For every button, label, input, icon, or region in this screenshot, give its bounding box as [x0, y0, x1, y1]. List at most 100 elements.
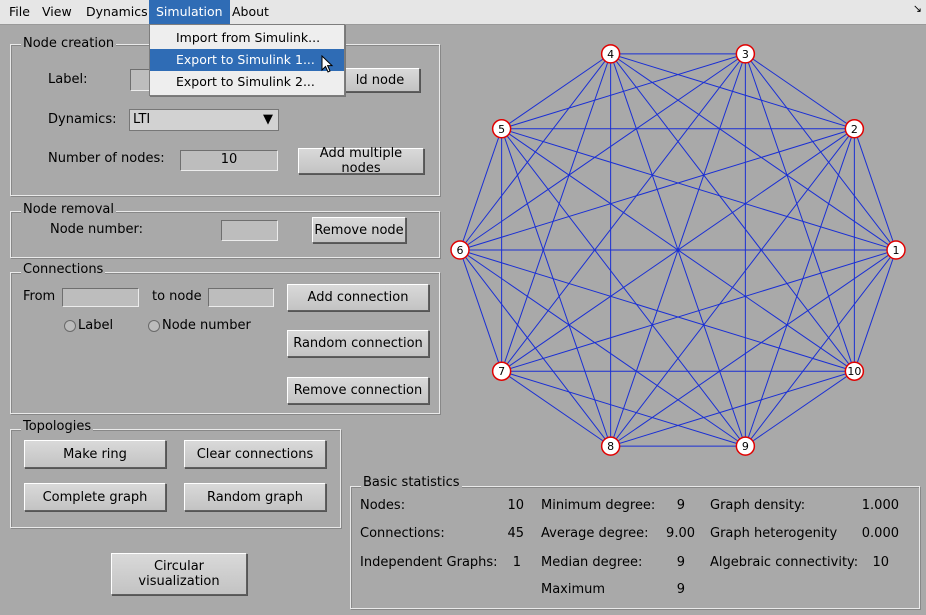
- graph-edge: [501, 128, 746, 447]
- graph-edge: [459, 53, 746, 251]
- graph-node-label: 2: [851, 123, 858, 136]
- min-degree-label: Minimum degree:: [541, 498, 656, 513]
- statistics-title: Basic statistics: [361, 475, 462, 490]
- graph-edge: [610, 53, 897, 251]
- random-graph-button[interactable]: Random graph: [184, 483, 326, 511]
- graph-density-label: Graph density:: [710, 498, 806, 513]
- max-degree-value: 9: [676, 582, 685, 597]
- remove-connection-button[interactable]: Remove connection: [287, 377, 429, 404]
- connections-panel: [10, 272, 440, 414]
- add-connection-button[interactable]: Add connection: [287, 284, 429, 311]
- add-multiple-nodes-button[interactable]: Add multiple nodes: [298, 146, 424, 176]
- graph-edge: [610, 249, 897, 447]
- num-nodes-label: Number of nodes:: [48, 151, 165, 166]
- connections-stat-label: Connections:: [360, 526, 445, 541]
- menu-simulation[interactable]: Simulation: [149, 0, 230, 24]
- graph-edge: [459, 249, 612, 447]
- clear-connections-button[interactable]: Clear connections: [184, 440, 326, 468]
- graph-edge: [610, 53, 855, 372]
- random-connection-button[interactable]: Random connection: [287, 330, 429, 357]
- graph-edge: [610, 370, 855, 447]
- median-degree-value: 9: [676, 555, 685, 570]
- connections-stat-value: 45: [507, 526, 524, 541]
- complete-graph-button[interactable]: Complete graph: [24, 483, 166, 511]
- radio-node-number[interactable]: [148, 320, 160, 332]
- graph-node[interactable]: [491, 119, 512, 139]
- to-node-input[interactable]: [208, 288, 274, 307]
- graph-edge: [745, 370, 855, 447]
- graph-edge: [501, 370, 746, 447]
- independent-graphs-label: Independent Graphs:: [360, 555, 498, 570]
- dynamics-value: LTI: [133, 112, 151, 127]
- graph-node[interactable]: [491, 361, 512, 381]
- graph-node-label: 9: [742, 440, 749, 453]
- node-number-input[interactable]: [221, 220, 278, 241]
- graph-edge: [853, 128, 897, 251]
- graph-edge: [459, 249, 855, 372]
- graph-edge: [501, 370, 611, 447]
- graph-node[interactable]: [735, 44, 756, 64]
- dock-arrow-icon[interactable]: ↘: [912, 2, 922, 15]
- circular-visualization-button[interactable]: Circular visualization: [111, 553, 247, 595]
- graph-node[interactable]: [886, 240, 906, 260]
- graph-node[interactable]: [844, 361, 865, 381]
- graph-node-label: 3: [742, 48, 749, 61]
- graph-heterogeneity-label: Graph heterogenity: [710, 526, 838, 541]
- menu-export-simulink-1[interactable]: Export to Simulink 1...: [150, 49, 344, 71]
- menu-export-simulink-2[interactable]: Export to Simulink 2...: [176, 74, 315, 89]
- graph-node[interactable]: [844, 119, 865, 139]
- node-removal-panel: [10, 211, 440, 258]
- graph-node-label: 6: [457, 244, 464, 257]
- from-input[interactable]: [62, 288, 139, 307]
- menu-bar: File View Dynamics Simulation About ↘: [0, 0, 926, 25]
- graph-edge: [501, 128, 612, 447]
- chevron-down-icon: ▼: [263, 112, 273, 127]
- graph-node[interactable]: [600, 436, 621, 456]
- dynamics-select[interactable]: LTI ▼: [129, 109, 279, 131]
- radio-node-number-text: Node number: [162, 318, 251, 333]
- nodes-label: Nodes:: [360, 498, 406, 513]
- graph-edge: [459, 249, 746, 447]
- node-creation-title: Node creation: [21, 36, 117, 51]
- graph-edge: [745, 53, 855, 130]
- graph-node-label: 10: [847, 365, 861, 378]
- median-degree-label: Median degree:: [541, 555, 643, 570]
- label-label: Label:: [48, 72, 88, 87]
- graph-heterogeneity-value: 0.000: [861, 526, 899, 541]
- topologies-title: Topologies: [21, 419, 94, 434]
- num-nodes-input[interactable]: 10: [180, 150, 278, 171]
- graph-node[interactable]: [450, 240, 470, 260]
- make-ring-button[interactable]: Make ring: [24, 440, 166, 468]
- dynamics-label: Dynamics:: [48, 112, 117, 127]
- to-node-label: to node: [152, 289, 202, 304]
- simulation-dropdown: Import from Simulink... Export to Simuli…: [149, 24, 345, 96]
- graph-node-label: 5: [498, 123, 505, 136]
- nodes-value: 10: [507, 498, 524, 513]
- algebraic-connectivity-label: Algebraic connectivity:: [710, 555, 859, 570]
- graph-edge: [501, 53, 611, 130]
- graph-node[interactable]: [735, 436, 756, 456]
- graph-edge: [744, 128, 855, 447]
- remove-node-button[interactable]: Remove node: [312, 217, 406, 243]
- independent-graphs-value: 1: [512, 555, 521, 570]
- graph-edge: [501, 128, 855, 372]
- algebraic-connectivity-value: 10: [872, 555, 889, 570]
- graph-node-label: 7: [498, 365, 505, 378]
- menu-view[interactable]: View: [42, 4, 72, 19]
- radio-label[interactable]: [64, 320, 76, 332]
- menu-import-simulink[interactable]: Import from Simulink...: [176, 30, 321, 45]
- node-removal-title: Node removal: [21, 202, 117, 217]
- graph-node[interactable]: [600, 44, 621, 64]
- menu-about[interactable]: About: [232, 4, 269, 19]
- min-degree-value: 9: [676, 498, 685, 513]
- add-node-button[interactable]: ld node: [340, 68, 420, 92]
- graph-edge: [744, 53, 855, 372]
- radio-label-text: Label: [78, 318, 114, 333]
- avg-degree-value: 9.00: [666, 526, 695, 541]
- graph-edge: [853, 249, 897, 372]
- menu-file[interactable]: File: [9, 4, 30, 19]
- menu-dynamics[interactable]: Dynamics: [86, 4, 148, 19]
- max-degree-label: Maximum: [541, 582, 606, 597]
- node-number-label: Node number:: [50, 222, 143, 237]
